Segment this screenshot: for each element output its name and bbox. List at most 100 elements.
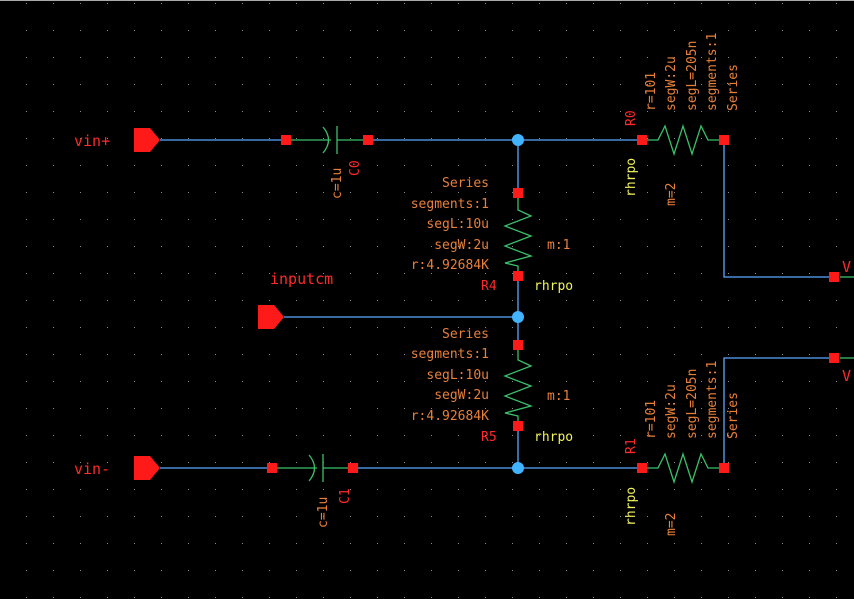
terminal[interactable] xyxy=(267,463,277,473)
grid-dot xyxy=(134,435,135,436)
grid-dot xyxy=(188,435,189,436)
terminal[interactable] xyxy=(719,463,729,473)
grid-dot xyxy=(377,3,378,4)
terminal[interactable] xyxy=(363,135,373,145)
grid-dot xyxy=(53,354,54,355)
terminal[interactable] xyxy=(513,271,523,281)
pin-icon-vinm[interactable] xyxy=(134,456,160,480)
grid-dot xyxy=(458,111,459,112)
grid-dot xyxy=(296,597,297,598)
grid-dot xyxy=(836,489,837,490)
grid-dot xyxy=(80,192,81,193)
terminal[interactable] xyxy=(637,135,647,145)
offscreen-label: V xyxy=(842,258,851,276)
grid-dot xyxy=(431,138,432,139)
grid-dot xyxy=(431,111,432,112)
grid-dot xyxy=(836,327,837,328)
grid-dot xyxy=(215,543,216,544)
grid-dot xyxy=(809,57,810,58)
grid-dot xyxy=(620,3,621,4)
r1-m: m=2 xyxy=(664,513,679,536)
grid-dot xyxy=(215,300,216,301)
terminal[interactable] xyxy=(719,135,729,145)
grid-dot xyxy=(296,165,297,166)
grid-dot xyxy=(458,84,459,85)
grid-dot xyxy=(566,3,567,4)
grid-dot xyxy=(566,597,567,598)
capacitor-c0[interactable] xyxy=(286,126,368,154)
resistor-r0[interactable] xyxy=(642,123,724,157)
grid-dot xyxy=(701,192,702,193)
grid-dot xyxy=(647,435,648,436)
terminal[interactable] xyxy=(637,463,647,473)
grid-dot xyxy=(323,408,324,409)
grid-dot xyxy=(188,462,189,463)
grid-dot xyxy=(377,516,378,517)
grid-dot xyxy=(566,246,567,247)
grid-dot xyxy=(323,354,324,355)
grid-dot xyxy=(107,246,108,247)
grid-dot xyxy=(566,192,567,193)
grid-dot xyxy=(755,408,756,409)
grid-dot xyxy=(620,408,621,409)
wire-r0-out[interactable] xyxy=(723,140,834,278)
grid-dot xyxy=(323,219,324,220)
grid-dot xyxy=(242,3,243,4)
grid-dot xyxy=(485,246,486,247)
grid-dot xyxy=(512,3,513,4)
terminal[interactable] xyxy=(829,353,839,363)
grid-dot xyxy=(593,3,594,4)
junction-dot xyxy=(512,462,524,474)
grid-dot xyxy=(53,273,54,274)
terminal[interactable] xyxy=(829,272,839,282)
grid-dot xyxy=(161,246,162,247)
terminal[interactable] xyxy=(348,463,358,473)
r5-param: r:4.92684K xyxy=(411,409,489,424)
grid-dot xyxy=(323,192,324,193)
pin-icon-vinp[interactable] xyxy=(134,128,160,152)
resistor-r4[interactable] xyxy=(503,193,534,276)
r0-param: segments:1 xyxy=(705,33,720,111)
grid-dot xyxy=(782,3,783,4)
grid-dot xyxy=(539,192,540,193)
grid-dot xyxy=(782,381,783,382)
grid-dot xyxy=(431,273,432,274)
grid-dot xyxy=(539,246,540,247)
grid-dot xyxy=(485,138,486,139)
resistor-r1[interactable] xyxy=(642,451,724,485)
grid-dot xyxy=(26,138,27,139)
grid-dot xyxy=(647,273,648,274)
wire-r1-out[interactable] xyxy=(723,357,834,468)
terminal[interactable] xyxy=(281,135,291,145)
pin-icon-inputcm[interactable] xyxy=(258,305,284,329)
pin-shapes xyxy=(134,128,284,480)
grid-dot xyxy=(188,111,189,112)
grid-dot xyxy=(782,327,783,328)
grid-dot xyxy=(80,327,81,328)
terminal[interactable] xyxy=(513,188,523,198)
grid-dot xyxy=(350,408,351,409)
terminal[interactable] xyxy=(513,340,523,350)
grid-dot xyxy=(539,597,540,598)
grid-dot xyxy=(404,111,405,112)
grid-dot xyxy=(593,543,594,544)
grid-dot xyxy=(836,300,837,301)
grid-dot xyxy=(215,273,216,274)
grid-dot xyxy=(269,30,270,31)
grid-dot xyxy=(377,219,378,220)
resistor-r5[interactable] xyxy=(503,345,534,426)
r5-param: Series xyxy=(442,327,489,342)
grid-dot xyxy=(458,489,459,490)
grid-dot xyxy=(701,30,702,31)
grid-dot xyxy=(80,165,81,166)
grid-dot xyxy=(404,435,405,436)
capacitor-c1[interactable] xyxy=(272,454,353,482)
r1-cell: rhrpo xyxy=(624,487,639,526)
grid-dot xyxy=(674,543,675,544)
grid-dot xyxy=(674,111,675,112)
terminal[interactable] xyxy=(513,421,523,431)
grid-dot xyxy=(512,165,513,166)
grid-dot xyxy=(242,327,243,328)
